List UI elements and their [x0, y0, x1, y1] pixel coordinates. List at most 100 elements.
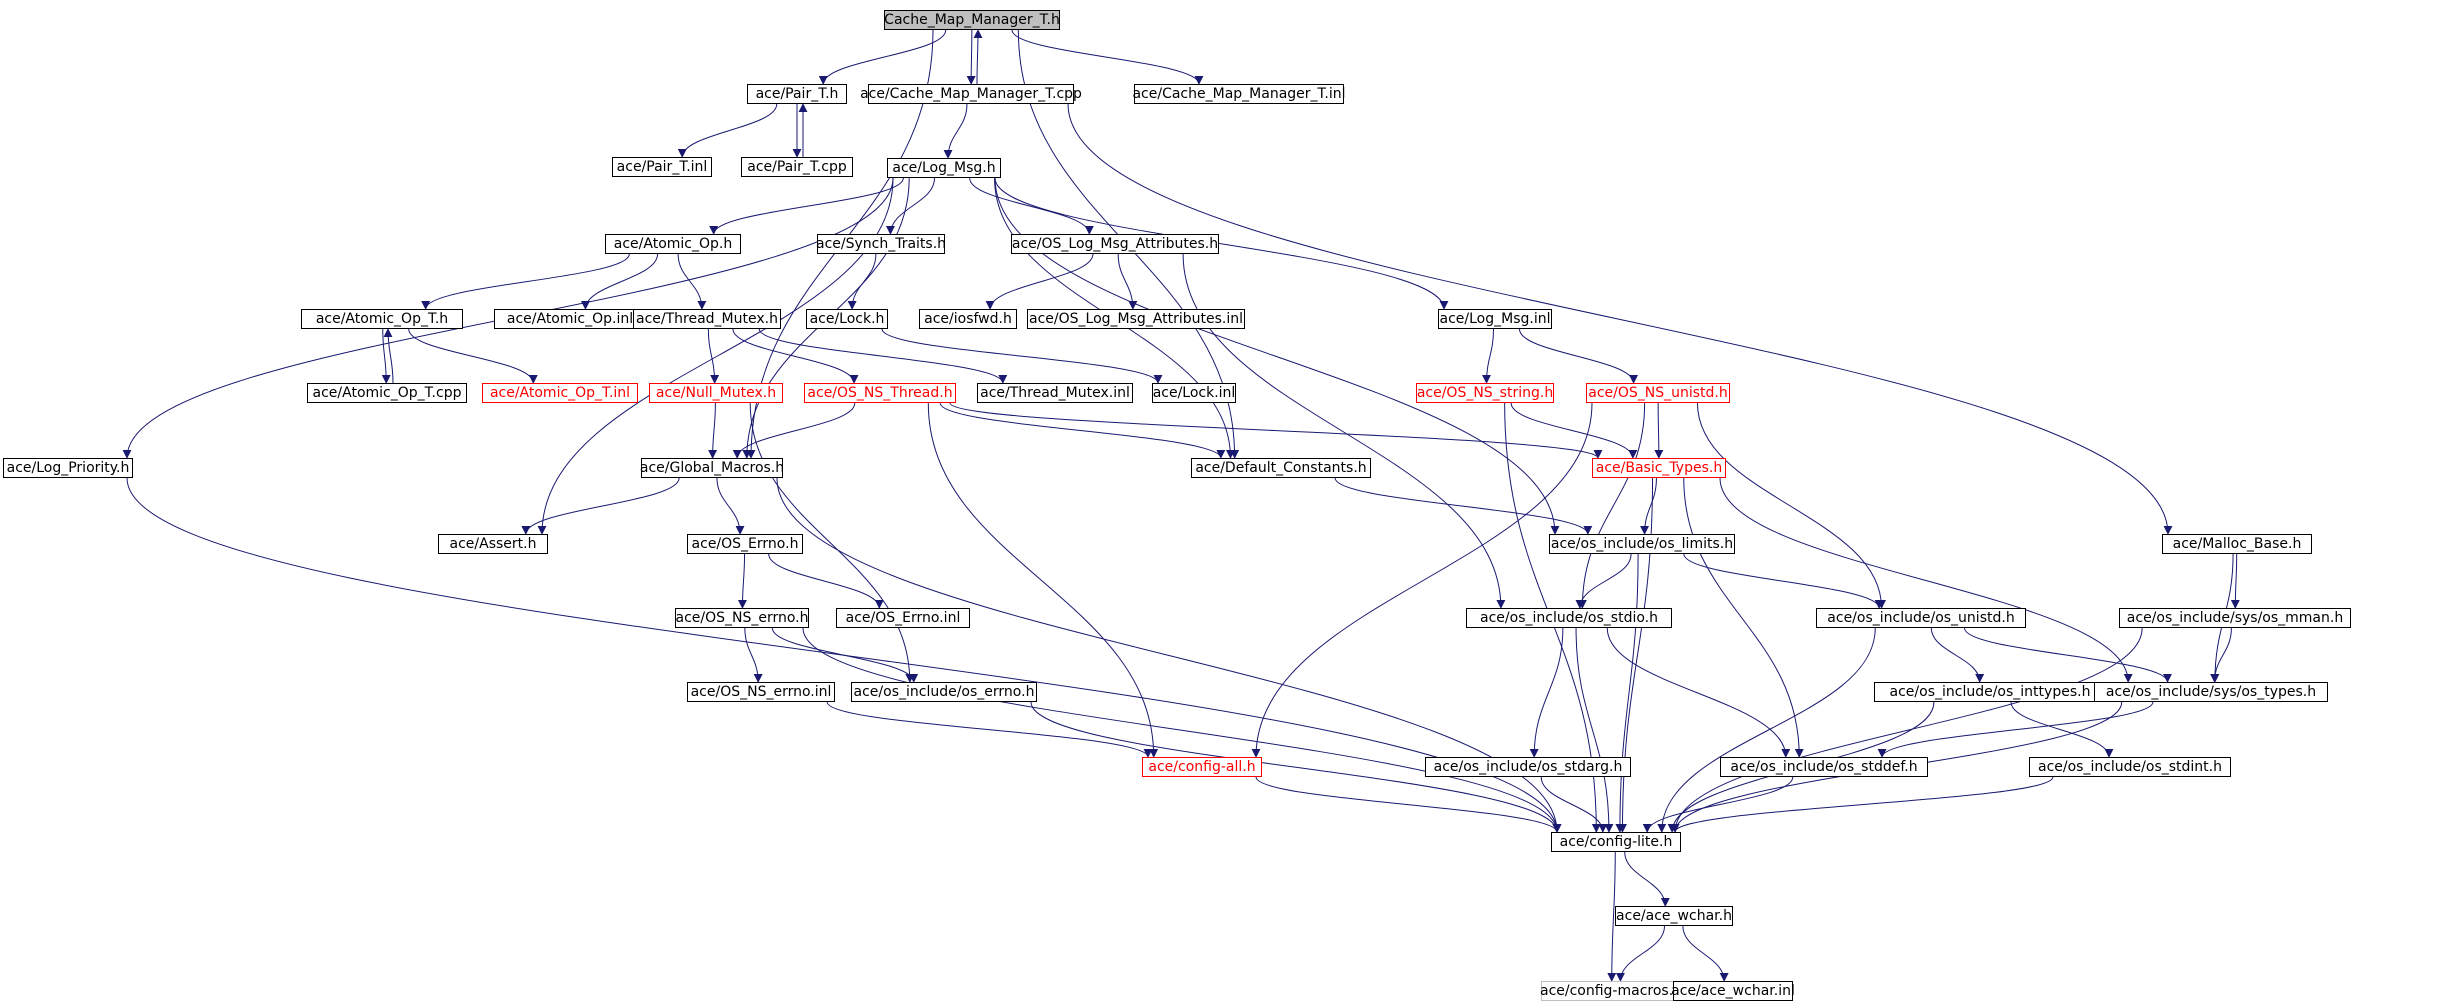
node-osnsunistd-h[interactable]: ace/OS_NS_unistd.h: [1586, 383, 1730, 403]
node-osunistd-h[interactable]: ace/os_include/os_unistd.h: [1816, 608, 2026, 628]
node-defconst-h[interactable]: ace/Default_Constants.h: [1191, 458, 1371, 478]
node-cmm-cpp[interactable]: ace/Cache_Map_Manager_T.cpp: [860, 84, 1082, 104]
edge-cmm-cpp-to-logmsg-h: [943, 103, 968, 159]
node-iosfwd-h[interactable]: ace/iosfwd.h: [919, 309, 1017, 329]
edge-logmsg-h-to-oslimits-h: [994, 177, 1560, 535]
node-atomicT-h[interactable]: ace/Atomic_Op_T.h: [301, 309, 463, 329]
node-mallocbase-h[interactable]: ace/Malloc_Base.h: [2162, 534, 2312, 554]
edge-oserrno-h-to-osnserrno-h: [737, 553, 747, 609]
edge-osstdarg-h-to-configlite-h: [1540, 776, 1608, 833]
node-oserrnoinc-h[interactable]: ace/os_include/os_errno.h: [851, 682, 1037, 702]
node-osnsstring-h[interactable]: ace/OS_NS_string.h: [1416, 383, 1554, 403]
node-acewchar-h[interactable]: ace/ace_wchar.h: [1615, 906, 1733, 926]
node-oslimits-h[interactable]: ace/os_include/os_limits.h: [1549, 534, 1735, 554]
edge-oslogattr-h-to-oslogattr-inl: [1117, 253, 1138, 310]
node-pair-h[interactable]: ace/Pair_T.h: [747, 84, 847, 104]
node-ostypes-h[interactable]: ace/os_include/sys/os_types.h: [2094, 682, 2328, 702]
edge-oserrno-h-to-oserrno-inl: [768, 553, 884, 609]
edge-lock-h-to-lock-inl: [881, 328, 1163, 384]
node-osmman-h[interactable]: ace/os_include/sys/os_mman.h: [2119, 608, 2351, 628]
node-pair-cpp[interactable]: ace/Pair_T.cpp: [741, 157, 853, 177]
edge-mallocbase-h-to-osmman-h: [2230, 553, 2240, 609]
node-atomic-inl[interactable]: ace/Atomic_Op.inl: [494, 309, 646, 329]
node-assert-h[interactable]: ace/Assert.h: [438, 534, 548, 554]
node-nullmutex-h[interactable]: ace/Null_Mutex.h: [649, 383, 783, 403]
edge-thrmutex-h-to-nullmutex-h: [707, 328, 720, 384]
edge-osnsunistd-h-to-osunistd-h: [1696, 402, 1887, 609]
edge-osunistd-h-to-osinttypes-h: [1930, 627, 1985, 683]
edge-thrmutex-h-to-thrmutex-inl: [758, 328, 1008, 384]
node-cmm-inl[interactable]: ace/Cache_Map_Manager_T.inl: [1132, 84, 1346, 104]
edge-osnserrno-h-to-configlite-h: [802, 627, 1562, 833]
edge-atomic-h-to-thrmutex-h: [677, 253, 707, 310]
node-oslogattr-h[interactable]: ace/OS_Log_Msg_Attributes.h: [1011, 234, 1219, 254]
node-configlite-h[interactable]: ace/config-lite.h: [1551, 832, 1681, 852]
edge-nullmutex-h-to-oserrnoinc-h: [749, 402, 915, 683]
node-osstdint-h[interactable]: ace/os_include/os_stdint.h: [2029, 757, 2231, 777]
node-basictypes-h[interactable]: ace/Basic_Types.h: [1592, 458, 1726, 478]
edge-osmman-h-to-configlite-h: [1670, 627, 2143, 833]
node-atomicT-cpp[interactable]: ace/Atomic_Op_T.cpp: [307, 383, 467, 403]
edge-globalmacros-h-to-assert-h: [521, 477, 680, 535]
edge-globalmacros-h-to-oserrno-h: [716, 477, 745, 535]
edge-basictypes-h-to-oslimits-h: [1640, 477, 1657, 535]
edge-oslimits-h-to-configlite-h: [1615, 553, 1639, 833]
node-osnserrno-inl[interactable]: ace/OS_NS_errno.inl: [687, 682, 835, 702]
node-osstdarg-h[interactable]: ace/os_include/os_stdarg.h: [1425, 757, 1631, 777]
edge-osnsunistd-h-to-osstdio-h: [1577, 402, 1646, 609]
node-oserrno-h[interactable]: ace/OS_Errno.h: [687, 534, 803, 554]
node-osnsthread-h[interactable]: ace/OS_NS_Thread.h: [804, 383, 956, 403]
edge-basictypes-h-to-configlite-h: [1617, 477, 1654, 833]
edge-atomicT-h-to-atomicT-inl: [408, 328, 538, 384]
node-oserrno-inl[interactable]: ace/OS_Errno.inl: [836, 608, 970, 628]
node-thrmutex-inl[interactable]: ace/Thread_Mutex.inl: [977, 383, 1133, 403]
edge-atomic-h-to-atomic-inl: [580, 253, 659, 310]
edge-oslogattr-h-to-osstdio-h: [1182, 253, 1506, 609]
edge-logmsg-inl-to-osnsstring-h: [1482, 328, 1494, 384]
edge-osstddef-h-to-configlite-h: [1642, 776, 1794, 833]
node-osinttypes-h[interactable]: ace/os_include/os_inttypes.h: [1874, 682, 2106, 702]
edge-osstdint-h-to-configlite-h: [1670, 776, 2054, 833]
edge-osnsstring-h-to-basictypes-h: [1510, 402, 1638, 459]
node-acewchar-inl[interactable]: ace/ace_wchar.inl: [1671, 981, 1795, 1001]
edge-atomicT-h-to-atomicT-cpp: [381, 328, 391, 384]
node-root: Cache_Map_Manager_T.h: [884, 10, 1060, 30]
edge-osunistd-h-to-ostypes-h: [1964, 627, 2172, 683]
edge-logmsg-h-to-logmsg-inl: [994, 177, 1449, 310]
edge-synch-h-to-lock-h: [847, 253, 877, 310]
node-osstdio-h[interactable]: ace/os_include/os_stdio.h: [1466, 608, 1672, 628]
edge-osnsthread-h-to-globalmacros-h: [732, 402, 856, 459]
node-osnserrno-h[interactable]: ace/OS_NS_errno.h: [675, 608, 809, 628]
node-osstddef-h[interactable]: ace/os_include/os_stddef.h: [1720, 757, 1928, 777]
node-atomic-h[interactable]: ace/Atomic_Op.h: [605, 234, 741, 254]
node-globalmacros-h[interactable]: ace/Global_Macros.h: [639, 458, 785, 478]
edge-root-to-cmm-cpp: [966, 29, 976, 85]
edge-basictypes-h-to-osstddef-h: [1683, 477, 1804, 758]
edge-thrmutex-h-to-osnsthread-h: [732, 328, 859, 384]
node-pair-inl[interactable]: ace/Pair_T.inl: [612, 157, 712, 177]
node-configmacros-h[interactable]: ace/config-macros.h: [1539, 981, 1683, 1001]
node-logmsg-h[interactable]: ace/Log_Msg.h: [887, 158, 1001, 178]
edge-osnserrno-inl-to-configall-h: [826, 701, 1153, 758]
node-atomicT-inl[interactable]: ace/Atomic_Op_T.inl: [482, 383, 638, 403]
edge-logmsg-h-to-synch-h: [885, 177, 936, 235]
node-lock-h[interactable]: ace/Lock.h: [806, 309, 888, 329]
edge-osnsthread-h-to-configall-h: [927, 402, 1159, 758]
node-logprio-h[interactable]: ace/Log_Priority.h: [3, 458, 133, 478]
node-lock-inl[interactable]: ace/Lock.inl: [1152, 383, 1236, 403]
edge-oserrnoinc-h-to-configlite-h: [1030, 701, 1562, 833]
node-thrmutex-h[interactable]: ace/Thread_Mutex.h: [633, 309, 781, 329]
edge-oslimits-h-to-osunistd-h: [1683, 553, 1884, 609]
node-synch-h[interactable]: ace/Synch_Traits.h: [815, 234, 947, 254]
edge-logmsg-h-to-atomic-h: [709, 177, 904, 235]
node-configall-h[interactable]: ace/config-all.h: [1142, 757, 1262, 777]
edge-configlite-h-to-acewchar-h: [1624, 851, 1670, 907]
edge-logmsg-h-to-oslogattr-h: [969, 177, 1094, 235]
edge-configlite-h-to-configmacros-h: [1607, 851, 1617, 982]
node-oslogattr-inl[interactable]: ace/OS_Log_Msg_Attributes.inl: [1027, 309, 1245, 329]
edge-basictypes-h-to-ostypes-h: [1719, 477, 2133, 683]
node-logmsg-inl[interactable]: ace/Log_Msg.inl: [1438, 309, 1552, 329]
edge-acewchar-h-to-configmacros-h: [1615, 925, 1666, 982]
edge-osnserrno-h-to-osnserrno-inl: [744, 627, 763, 683]
